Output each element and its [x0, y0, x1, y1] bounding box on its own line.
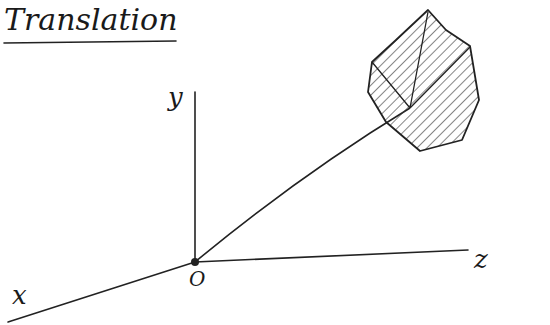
- axis-label: y: [168, 82, 183, 113]
- origin-label: O: [189, 267, 205, 291]
- origin-dot: [191, 258, 199, 266]
- axis-label: x: [12, 280, 27, 311]
- axis-label: z: [474, 244, 488, 275]
- body-edges: [372, 12, 470, 108]
- z-axis: [195, 250, 468, 262]
- x-axis: [8, 262, 195, 322]
- translation-path: [195, 108, 410, 262]
- title-underline: [4, 41, 176, 43]
- rigid-body: [368, 10, 479, 151]
- diagram-title: Translation: [4, 2, 177, 38]
- y-axis: [194, 92, 196, 262]
